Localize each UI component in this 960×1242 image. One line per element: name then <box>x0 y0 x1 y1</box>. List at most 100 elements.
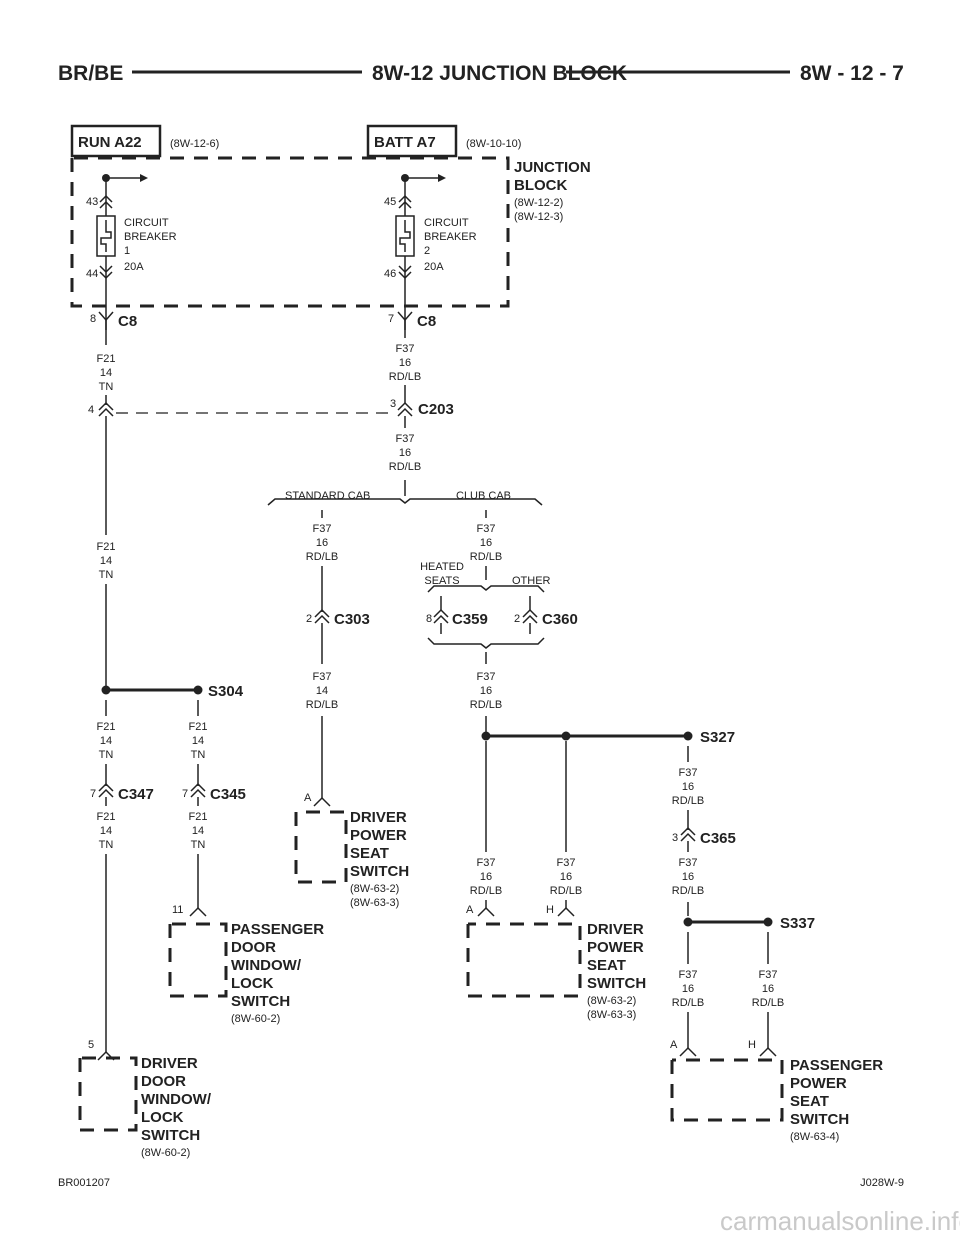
svg-text:TN: TN <box>99 839 114 851</box>
svg-text:(8W-12-6): (8W-12-6) <box>170 138 219 150</box>
svg-text:PASSENGER: PASSENGER <box>790 1057 883 1074</box>
svg-text:16: 16 <box>399 447 411 459</box>
svg-text:F21: F21 <box>97 353 116 365</box>
svg-text:F21: F21 <box>97 541 116 553</box>
wire-f21-driver-door: F21 14 TN 7 C347 F21 14 TN 5 <box>88 700 154 1061</box>
svg-text:SEAT: SEAT <box>790 1093 829 1110</box>
svg-text:F21: F21 <box>189 811 208 823</box>
svg-text:SWITCH: SWITCH <box>231 993 290 1010</box>
svg-text:7: 7 <box>388 313 394 325</box>
passenger-power-seat-switch: PASSENGER POWER SEAT SWITCH (8W-63-4) <box>670 1057 883 1143</box>
svg-text:F21: F21 <box>97 721 116 733</box>
svg-text:(8W-12-3): (8W-12-3) <box>514 211 563 223</box>
svg-text:A: A <box>304 792 312 804</box>
svg-text:DOOR: DOOR <box>141 1073 186 1090</box>
wire-f37-trunk: F37 16 RD/LB F37 16 RD/LB <box>389 320 421 496</box>
svg-text:F37: F37 <box>477 671 496 683</box>
svg-text:16: 16 <box>480 871 492 883</box>
svg-text:S337: S337 <box>780 915 815 932</box>
svg-text:SEAT: SEAT <box>350 845 389 862</box>
svg-text:20A: 20A <box>124 261 144 273</box>
svg-text:POWER: POWER <box>587 939 644 956</box>
connector-c8-left: 8 C8 <box>90 311 137 330</box>
svg-text:44: 44 <box>86 268 98 280</box>
svg-text:C345: C345 <box>210 786 246 803</box>
svg-text:H: H <box>748 1039 756 1051</box>
svg-text:3: 3 <box>672 832 678 844</box>
svg-text:20A: 20A <box>424 261 444 273</box>
svg-text:F37: F37 <box>313 671 332 683</box>
wire-f21-trunk: F21 14 TN 4 F21 14 TN <box>88 320 115 688</box>
svg-text:POWER: POWER <box>790 1075 847 1092</box>
svg-text:(8W-63-4): (8W-63-4) <box>790 1131 839 1143</box>
svg-text:8: 8 <box>426 613 432 625</box>
svg-text:(8W-10-10): (8W-10-10) <box>466 138 521 150</box>
circuit-breaker-1: 43 44 CIRCUIT BREAKER 1 20A <box>86 174 177 330</box>
svg-text:CLUB CAB: CLUB CAB <box>456 490 511 502</box>
wire-f37-passenger-seat: F37 16 RD/LB 3 C365 F37 16 RD/LB <box>672 746 736 916</box>
splice-s304: S304 <box>101 683 244 700</box>
svg-text:16: 16 <box>399 357 411 369</box>
connector-c8-right: 7 C8 <box>388 311 436 330</box>
branch-standard-cab: F37 16 RD/LB 2 C303 F37 14 RD/LB A <box>304 510 370 807</box>
svg-text:14: 14 <box>316 685 328 697</box>
driver-power-seat-switch-standard: DRIVER POWER SEAT SWITCH (8W-63-2) (8W-6… <box>294 809 409 909</box>
svg-text:C8: C8 <box>417 313 436 330</box>
svg-text:14: 14 <box>100 735 112 747</box>
svg-text:F37: F37 <box>679 969 698 981</box>
page-header: BR/BE 8W-12 JUNCTION BLOCK 8W - 12 - 7 <box>58 62 904 85</box>
svg-text:PASSENGER: PASSENGER <box>231 921 324 938</box>
svg-text:RD/LB: RD/LB <box>306 699 338 711</box>
svg-text:RD/LB: RD/LB <box>752 997 784 1009</box>
svg-text:11: 11 <box>172 904 183 916</box>
source-batt-a7: BATT A7 (8W-10-10) <box>366 124 521 158</box>
svg-text:H: H <box>546 904 554 916</box>
svg-text:RD/LB: RD/LB <box>550 885 582 897</box>
svg-text:F37: F37 <box>557 857 576 869</box>
footer-left-code: BR001207 <box>58 1177 110 1189</box>
header-title: 8W-12 JUNCTION BLOCK <box>372 62 627 85</box>
svg-text:A: A <box>466 904 474 916</box>
svg-text:TN: TN <box>99 569 114 581</box>
svg-text:8: 8 <box>90 313 96 325</box>
svg-text:STANDARD CAB: STANDARD CAB <box>285 490 370 502</box>
svg-text:16: 16 <box>682 781 694 793</box>
svg-text:BLOCK: BLOCK <box>514 177 567 194</box>
svg-text:3: 3 <box>390 398 396 410</box>
svg-text:F21: F21 <box>189 721 208 733</box>
svg-text:WINDOW/: WINDOW/ <box>141 1091 212 1108</box>
svg-text:RUN A22: RUN A22 <box>78 134 142 151</box>
svg-text:16: 16 <box>480 685 492 697</box>
svg-text:SWITCH: SWITCH <box>587 975 646 992</box>
svg-text:JUNCTION: JUNCTION <box>514 159 591 176</box>
svg-text:14: 14 <box>100 825 112 837</box>
svg-text:RD/LB: RD/LB <box>470 885 502 897</box>
svg-text:RD/LB: RD/LB <box>470 551 502 563</box>
svg-text:14: 14 <box>192 735 204 747</box>
svg-text:(8W-63-3): (8W-63-3) <box>587 1009 636 1021</box>
source-run-a22: RUN A22 (8W-12-6) <box>70 124 219 158</box>
svg-text:C203: C203 <box>418 401 454 418</box>
svg-text:TN: TN <box>99 381 114 393</box>
svg-text:OTHER: OTHER <box>512 575 551 587</box>
junction-block: JUNCTION BLOCK (8W-12-2) (8W-12-3) <box>70 156 591 308</box>
svg-text:F37: F37 <box>477 523 496 535</box>
svg-text:46: 46 <box>384 268 396 280</box>
wire-f21-passenger-door: F21 14 TN 7 C345 F21 14 TN 11 <box>172 700 246 917</box>
svg-text:BREAKER: BREAKER <box>124 231 177 243</box>
svg-text:S327: S327 <box>700 729 735 746</box>
svg-text:DRIVER: DRIVER <box>350 809 407 826</box>
svg-text:TN: TN <box>99 749 114 761</box>
svg-text:C303: C303 <box>334 611 370 628</box>
branch-club-cab: F37 16 RD/LB HEATED SEATS OTHER 8 C359 2… <box>420 510 578 732</box>
svg-text:LOCK: LOCK <box>141 1109 184 1126</box>
svg-text:F37: F37 <box>759 969 778 981</box>
svg-text:F37: F37 <box>396 433 415 445</box>
svg-text:1: 1 <box>124 245 130 257</box>
svg-text:SWITCH: SWITCH <box>790 1111 849 1128</box>
svg-text:F21: F21 <box>97 811 116 823</box>
svg-text:(8W-63-2): (8W-63-2) <box>350 883 399 895</box>
svg-text:F37: F37 <box>477 857 496 869</box>
svg-text:HEATED: HEATED <box>420 561 464 573</box>
svg-text:C360: C360 <box>542 611 578 628</box>
